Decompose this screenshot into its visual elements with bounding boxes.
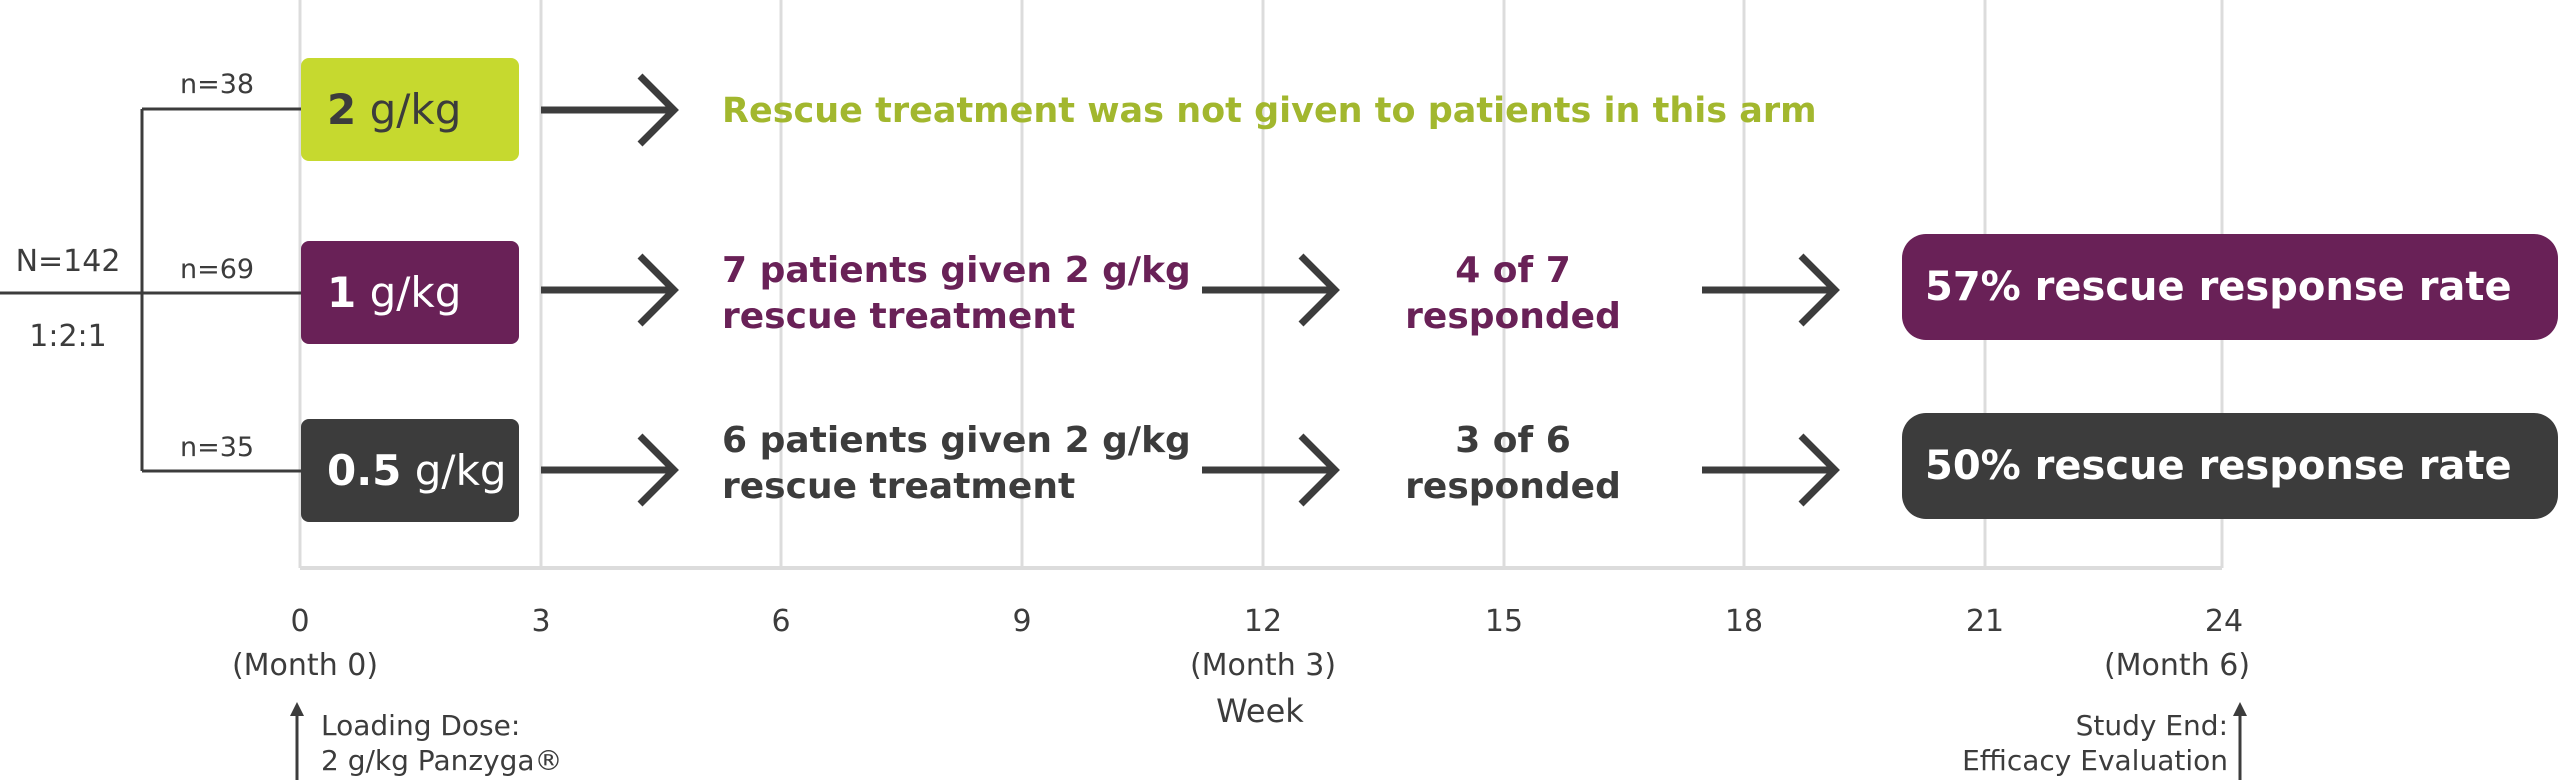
arm3-result-bg	[1902, 413, 2558, 519]
arrow-icon	[1702, 253, 1840, 327]
tick-label: 18	[1725, 604, 1763, 639]
dose-arm3-value: 0.5	[327, 446, 401, 495]
arm2-rescue-line1: 7 patients given 2 g/kg	[722, 250, 1191, 291]
total-n-label: N=142	[16, 244, 121, 279]
dose-box-arm1: 2 g/kg	[301, 58, 519, 161]
dose-box-arm3-label: 0.5 g/kg	[327, 446, 507, 495]
flow-arrows	[541, 73, 1840, 507]
study-end-line1: Study End:	[2076, 709, 2228, 742]
arm3-result-label: 50% rescue response rate	[1925, 443, 2512, 489]
loading-dose-annotation: Loading Dose: 2 g/kg Panzyga®	[290, 702, 563, 780]
tick-label: 21	[1966, 604, 2004, 639]
arrow-icon	[1202, 433, 1340, 507]
arm3-responded-line2: responded	[1405, 466, 1621, 507]
axis-title: Week	[1216, 692, 1304, 730]
arm3-rescue-line1: 6 patients given 2 g/kg	[722, 420, 1191, 461]
dose-arm2-value: 1	[327, 268, 356, 317]
dose-box-arm1-label: 2 g/kg	[327, 85, 461, 134]
up-arrow-icon	[2233, 702, 2247, 716]
week-tick-labels: 0 3 6 9 12 15 18 21 24	[290, 604, 2243, 639]
arm3-rescue-line2: rescue treatment	[722, 466, 1075, 507]
arm2-responded-line1: 4 of 7	[1455, 250, 1571, 291]
tick-label: 0	[290, 604, 309, 639]
month0-label: (Month 0)	[232, 648, 378, 683]
month3-label: (Month 3)	[1190, 648, 1336, 683]
dose-box-arm3-bg	[301, 419, 519, 522]
loading-dose-line1: Loading Dose:	[321, 709, 520, 742]
tick-label: 9	[1012, 604, 1031, 639]
up-arrow-icon	[290, 702, 304, 716]
month6-label: (Month 6)	[2104, 648, 2250, 683]
dose-arm1-unit: g/kg	[356, 85, 461, 134]
loading-dose-line2: 2 g/kg Panzyga®	[321, 744, 563, 777]
randomization-ratio-label: 1:2:1	[29, 319, 106, 354]
arm2-n-label: n=69	[180, 254, 254, 285]
arrow-icon	[541, 433, 679, 507]
arm2-responded-line2: responded	[1405, 296, 1621, 337]
tick-label: 3	[531, 604, 550, 639]
dose-box-arm3: 0.5 g/kg	[301, 419, 519, 522]
arrow-icon	[1202, 253, 1340, 327]
study-end-line2: Efficacy Evaluation	[1962, 744, 2228, 777]
tick-label: 24	[2205, 604, 2243, 639]
dose-box-arm2-bg	[301, 241, 519, 344]
study-end-annotation: Study End: Efficacy Evaluation	[1962, 702, 2247, 780]
arm3-responded-line1: 3 of 6	[1455, 420, 1571, 461]
arm1-note: Rescue treatment was not given to patien…	[722, 91, 1817, 131]
arm2-rescue-line2: rescue treatment	[722, 296, 1075, 337]
arm3-n-label: n=35	[180, 432, 254, 463]
dose-box-arm2: 1 g/kg	[301, 241, 519, 344]
tick-label: 15	[1485, 604, 1523, 639]
dose-box-arm1-bg	[301, 58, 519, 161]
arrow-icon	[541, 253, 679, 327]
tick-label: 12	[1244, 604, 1282, 639]
arrow-icon	[1702, 433, 1840, 507]
arm2-result-bg	[1902, 234, 2558, 340]
randomization-tree	[0, 107, 301, 473]
tick-label: 6	[771, 604, 790, 639]
arm1-n-label: n=38	[180, 69, 254, 100]
arm2-result-label: 57% rescue response rate	[1925, 264, 2512, 310]
dose-arm3-unit: g/kg	[401, 446, 506, 495]
arm2-result-box: 57% rescue response rate	[1902, 234, 2558, 340]
dose-box-arm2-label: 1 g/kg	[327, 268, 461, 317]
dose-arm1-value: 2	[327, 85, 356, 134]
arm3-result-box: 50% rescue response rate	[1902, 413, 2558, 519]
dose-arm2-unit: g/kg	[356, 268, 461, 317]
arrow-icon	[541, 73, 679, 147]
